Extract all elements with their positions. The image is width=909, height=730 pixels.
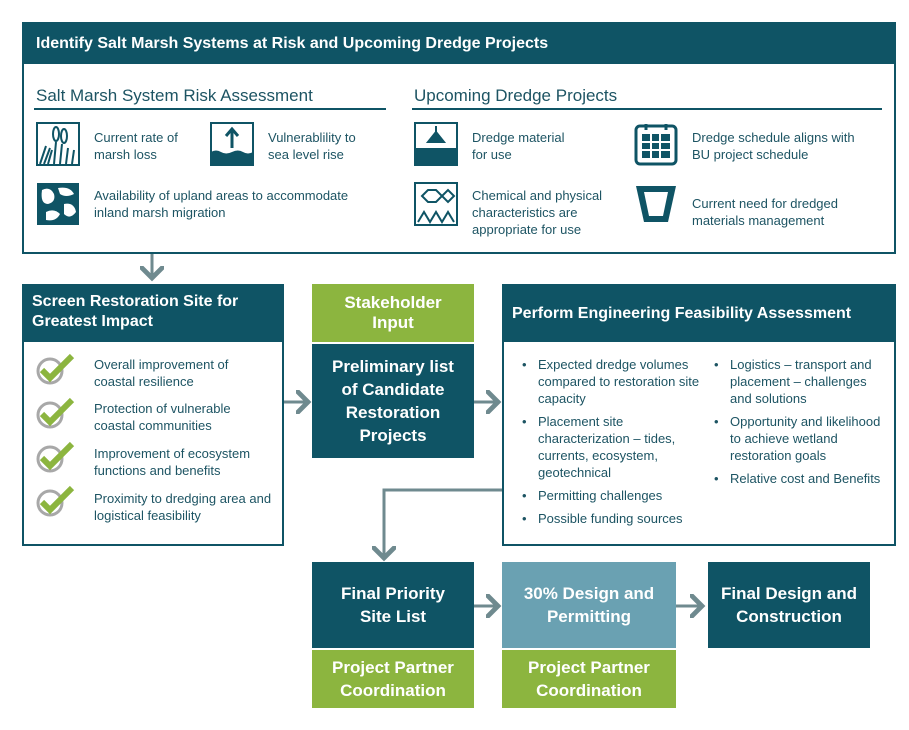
dredge-item-3: Chemical and physical characteristics ar… xyxy=(472,188,603,237)
stakeholder-input-box: Stakeholder Input xyxy=(312,284,474,342)
engineering-item: Relative cost and Benefits xyxy=(714,470,888,487)
screen-item-1: Overall improvement of coastal resilienc… xyxy=(94,357,229,389)
stakeholder-label: Stakeholder Input xyxy=(344,293,442,332)
screen-panel xyxy=(22,342,284,546)
final-priority-box: Final Priority Site List xyxy=(312,562,474,648)
coordination-label-1: Project Partner Coordination xyxy=(332,658,454,700)
engineering-title: Perform Engineering Feasibility Assessme… xyxy=(512,305,852,322)
preliminary-list-box: Preliminary list of Candidate Restoratio… xyxy=(312,344,474,458)
engineering-left-list: Expected dredge volumes compared to rest… xyxy=(520,356,700,533)
calendar-icon xyxy=(634,122,678,166)
engineering-header: Perform Engineering Feasibility Assessme… xyxy=(502,284,896,344)
screen-item-2: Protection of vulnerable coastal communi… xyxy=(94,401,231,433)
final-priority-label: Final Priority Site List xyxy=(341,584,445,626)
screen-header: Screen Restoration Site for Greatest Imp… xyxy=(22,284,284,344)
engineering-right-list: Logistics – transport and placement – ch… xyxy=(712,356,888,493)
checkmark-icon xyxy=(36,352,76,391)
screen-title: Screen Restoration Site for Greatest Imp… xyxy=(32,293,239,330)
chemical-structure-icon xyxy=(414,182,458,226)
risk-item-3: Availability of upland areas to accommod… xyxy=(94,188,349,220)
screen-item-3: Improvement of ecosystem functions and b… xyxy=(94,446,251,478)
risk-item-2: Vulnerablility to sea level rise xyxy=(268,130,356,162)
final-design-box: Final Design and Construction xyxy=(708,562,870,648)
top-title: Identify Salt Marsh Systems at Risk and … xyxy=(36,35,549,52)
risk-item-1: Current rate of marsh loss xyxy=(94,130,178,162)
engineering-item: Permitting challenges xyxy=(522,487,700,504)
checkmark-icon xyxy=(36,484,76,523)
preliminary-label: Preliminary list of Candidate Restoratio… xyxy=(332,357,454,445)
coordination-box-1: Project Partner Coordination xyxy=(312,650,474,708)
risk-divider xyxy=(34,108,386,110)
checkmark-icon xyxy=(36,396,76,435)
dredge-item-2: Dredge schedule aligns with BU project s… xyxy=(692,130,855,162)
top-panel xyxy=(22,64,896,254)
coordination-label-2: Project Partner Coordination xyxy=(528,658,650,700)
dredge-heading: Upcoming Dredge Projects xyxy=(414,86,618,105)
dredge-divider xyxy=(412,108,882,110)
screen-item-4: Proximity to dredging area and logistica… xyxy=(94,491,272,523)
dredge-item-1: Dredge material for use xyxy=(472,130,565,162)
dredge-item-4: Current need for dredged materials manag… xyxy=(692,196,838,228)
final-design-label: Final Design and Construction xyxy=(720,584,858,626)
engineering-item: Placement site characterization – tides,… xyxy=(522,413,700,481)
bucket-icon xyxy=(634,182,678,226)
engineering-item: Expected dredge volumes compared to rest… xyxy=(522,356,700,407)
design-30-label: 30% Design and Permitting xyxy=(523,584,655,626)
engineering-item: Opportunity and likelihood to achieve we… xyxy=(714,413,888,464)
arrow-engineering-to-final-priority xyxy=(384,488,502,558)
dredge-material-icon xyxy=(414,122,458,166)
checkmark-icon xyxy=(36,440,76,479)
marsh-grass-icon xyxy=(36,122,80,166)
coordination-box-2: Project Partner Coordination xyxy=(502,650,676,708)
engineering-item: Logistics – transport and placement – ch… xyxy=(714,356,888,407)
upland-map-icon xyxy=(36,182,80,226)
engineering-item: Possible funding sources xyxy=(522,510,700,527)
design-30-box: 30% Design and Permitting xyxy=(502,562,676,648)
sea-level-rise-icon xyxy=(210,122,254,166)
top-header: Identify Salt Marsh Systems at Risk and … xyxy=(22,22,896,66)
risk-heading: Salt Marsh System Risk Assessment xyxy=(36,86,313,105)
